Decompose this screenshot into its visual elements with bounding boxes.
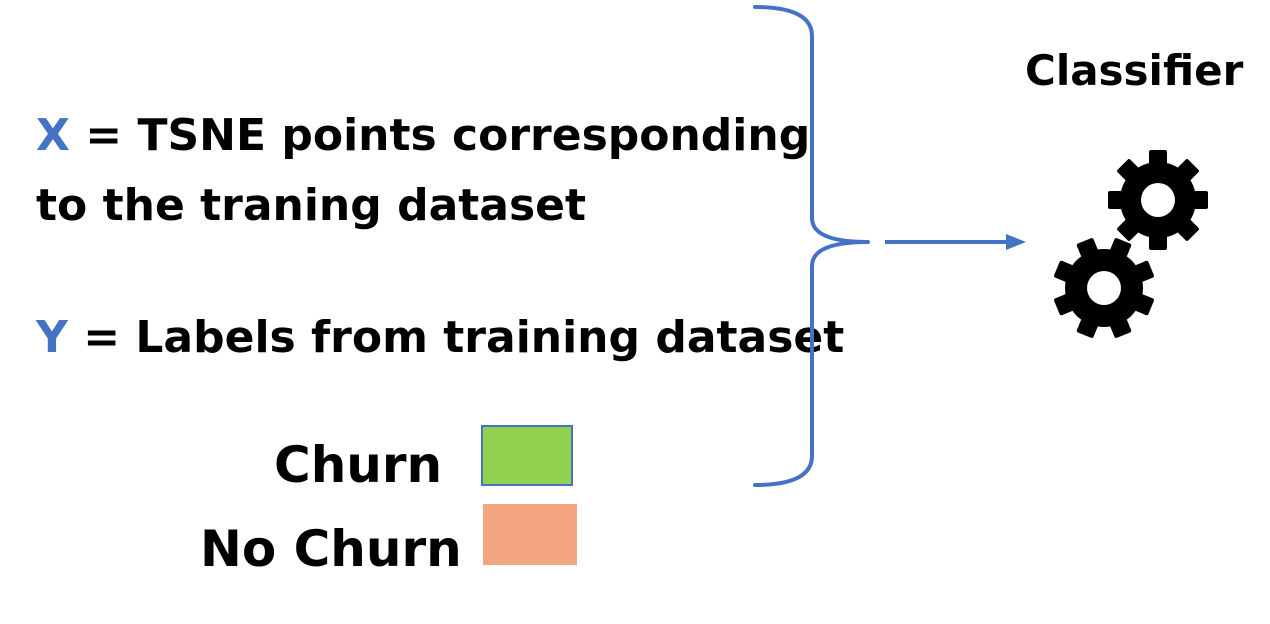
legend-swatch-no-churn	[483, 504, 577, 565]
x-variable: X	[36, 110, 70, 161]
x-definition-line2: to the traning dataset	[36, 180, 587, 231]
gear-icon	[1054, 238, 1154, 338]
x-description: = TSNE points corresponding	[69, 110, 811, 161]
curly-brace	[753, 5, 870, 487]
y-definition: Y = Labels from training dataset	[36, 316, 844, 360]
legend-swatch-churn	[481, 425, 573, 486]
x-definition-line1: X = TSNE points corresponding	[36, 114, 810, 158]
y-variable: Y	[36, 312, 68, 363]
legend-label-no-churn: No Churn	[200, 520, 462, 578]
arrow-icon	[885, 234, 1026, 250]
classifier-title: Classifier	[1025, 46, 1244, 95]
legend-label-churn: Churn	[274, 436, 443, 494]
gear-icon	[1108, 150, 1208, 250]
y-description: = Labels from training dataset	[67, 312, 845, 363]
